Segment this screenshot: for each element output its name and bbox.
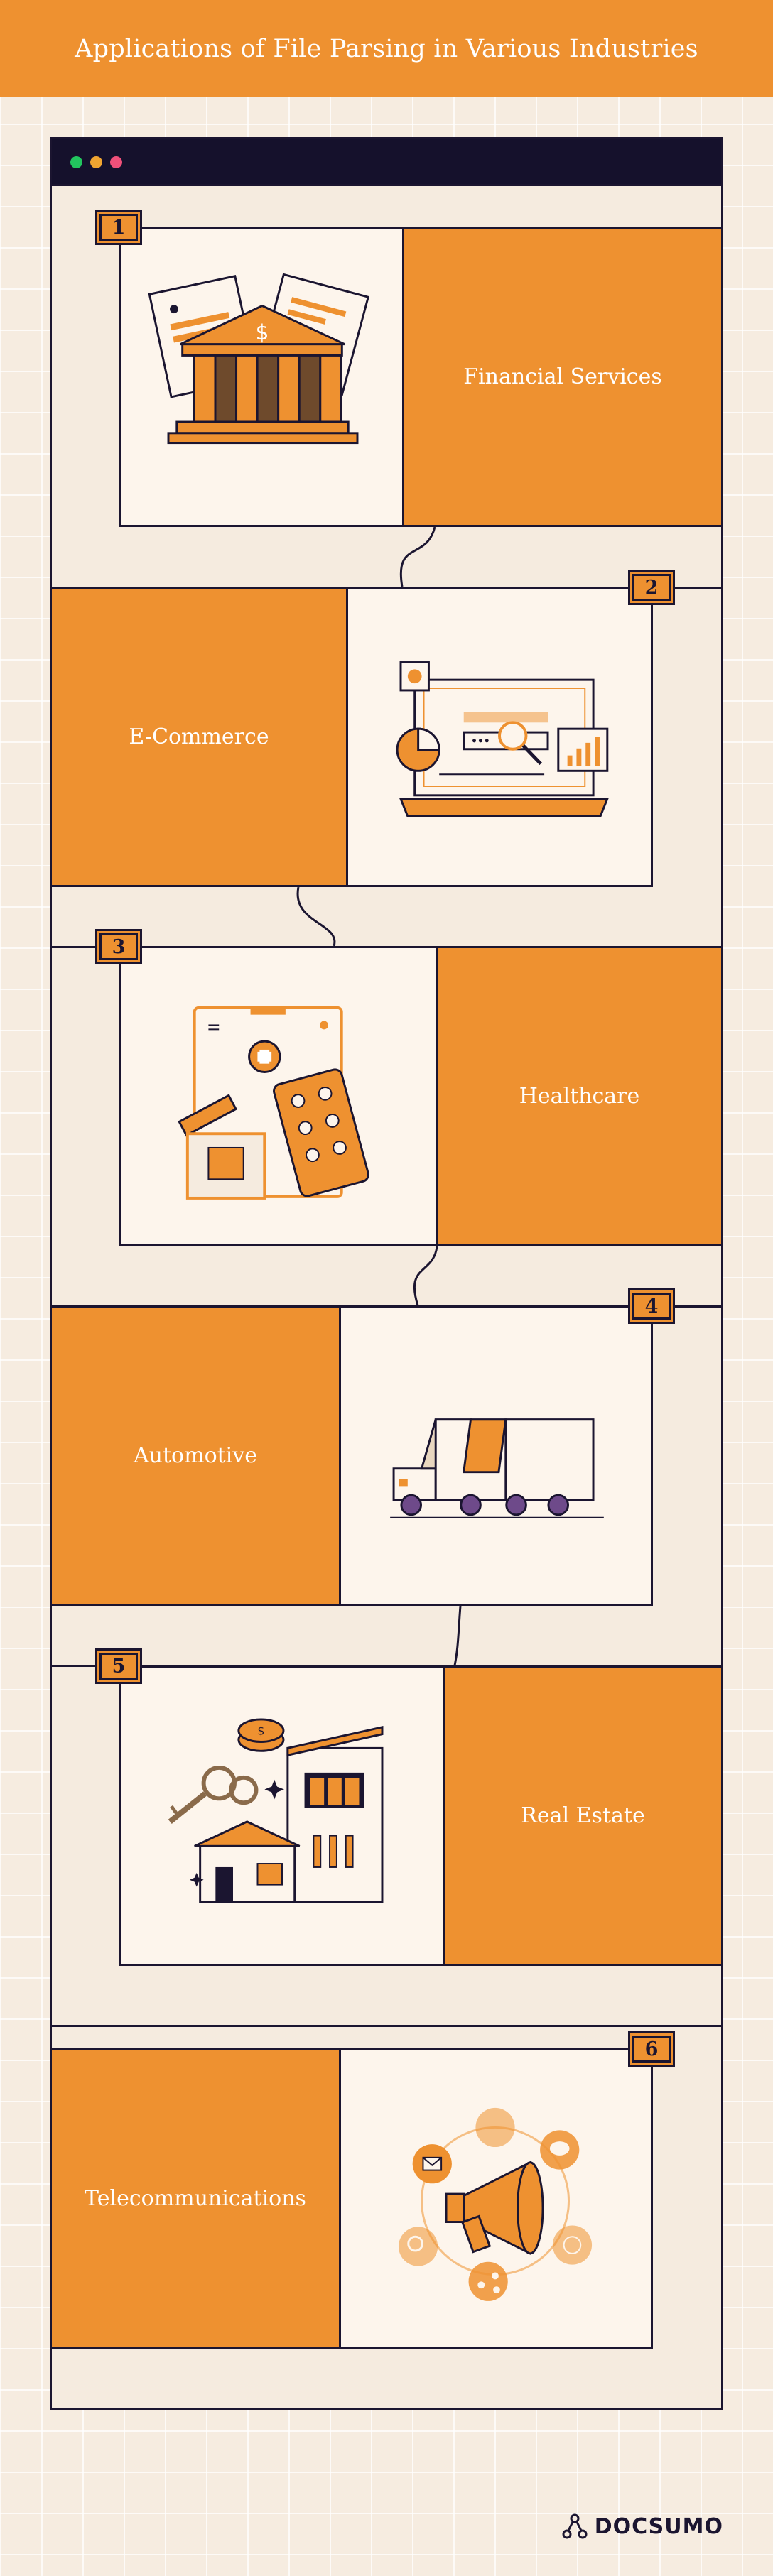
- step-number: 1: [99, 214, 138, 241]
- industry-label-text: Telecommunications: [85, 2186, 306, 2211]
- step-badge-2: 2: [628, 570, 675, 605]
- docsumo-logo-icon: [562, 2513, 588, 2539]
- truck-icon: [390, 1418, 604, 1518]
- industry-card-3: [119, 946, 438, 1246]
- industry-label-5: Real Estate: [443, 1665, 723, 1966]
- brand-logo: DOCSUMO: [562, 2512, 723, 2540]
- megaphone-icon: [398, 2107, 593, 2301]
- industry-label-text: Financial Services: [463, 364, 662, 389]
- section-divider: [52, 2025, 721, 2027]
- step-number: 6: [632, 2036, 671, 2063]
- industry-label-text: Automotive: [134, 1443, 257, 1468]
- house-key-icon: $: [168, 1718, 384, 1903]
- industry-card-2: [346, 587, 653, 887]
- laptop-analytics-icon: [396, 661, 609, 817]
- industry-card-6: [339, 2048, 653, 2349]
- window-dot-green-icon: [70, 156, 82, 168]
- industry-card-4: [339, 1305, 653, 1606]
- step-badge-5: 5: [95, 1648, 142, 1684]
- industry-card-5: $: [119, 1665, 445, 1966]
- window-titlebar: [52, 139, 721, 186]
- industry-label-4: Automotive: [50, 1305, 341, 1606]
- industry-label-3: Healthcare: [436, 946, 723, 1246]
- step-badge-1: 1: [95, 210, 142, 245]
- industry-label-text: Real Estate: [521, 1803, 645, 1828]
- industry-label-2: E-Commerce: [50, 587, 348, 887]
- step-badge-3: 3: [95, 929, 142, 964]
- brand-name: DOCSUMO: [594, 2513, 723, 2539]
- step-number: 4: [632, 1293, 671, 1320]
- svg-text:$: $: [257, 1724, 264, 1738]
- step-badge-4: 4: [628, 1288, 675, 1324]
- step-number: 3: [99, 933, 138, 960]
- industry-label-6: Telecommunications: [50, 2048, 341, 2349]
- step-number: 2: [632, 574, 671, 601]
- industry-card-1: $: [119, 227, 406, 527]
- step-number: 5: [99, 1653, 138, 1680]
- window-dot-red-icon: [110, 156, 122, 168]
- medicine-icon: [178, 1006, 369, 1200]
- industry-label-text: Healthcare: [519, 1084, 640, 1109]
- bank-icon: $: [148, 273, 370, 445]
- window-dot-yellow-icon: [90, 156, 102, 168]
- svg-text:$: $: [256, 320, 269, 344]
- industry-label-text: E-Commerce: [129, 724, 269, 749]
- header-banner: Applications of File Parsing in Various …: [0, 0, 773, 97]
- industry-label-1: Financial Services: [402, 227, 723, 527]
- page-title: Applications of File Parsing in Various …: [75, 34, 698, 63]
- step-badge-6: 6: [628, 2031, 675, 2067]
